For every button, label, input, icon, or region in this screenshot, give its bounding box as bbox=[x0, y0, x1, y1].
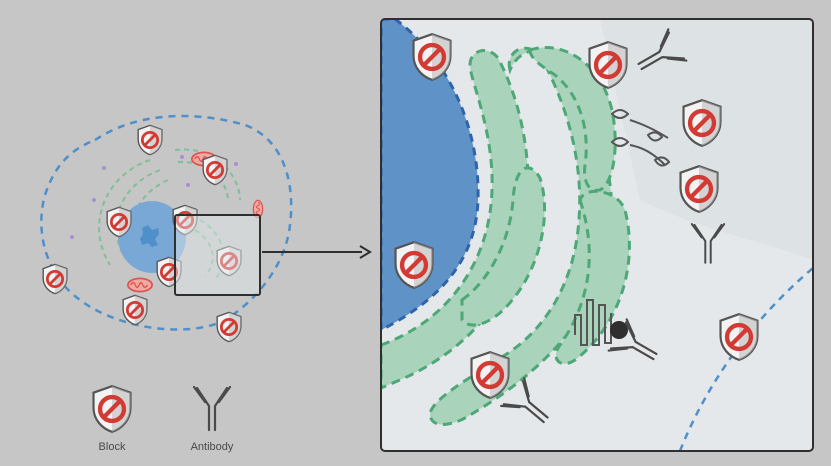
whole-cell bbox=[40, 114, 293, 343]
mitochondrion-icon bbox=[126, 277, 154, 293]
shield-block-icon bbox=[201, 154, 229, 186]
nucleolus-left bbox=[140, 225, 159, 247]
transmembrane-protein bbox=[574, 299, 612, 346]
legend-shield-icon bbox=[94, 386, 131, 432]
legend-antibody-icon bbox=[192, 385, 232, 432]
er-zoom bbox=[381, 46, 631, 426]
ligand-dot bbox=[610, 321, 628, 339]
legend: Block Antibody bbox=[94, 386, 234, 453]
zoom-panel bbox=[380, 18, 814, 452]
receptor-zoom bbox=[610, 109, 671, 167]
shield-block-icon bbox=[215, 311, 243, 343]
legend-block-label: Block bbox=[99, 441, 126, 453]
shield-block-icon bbox=[136, 124, 164, 156]
zoom-arrow bbox=[262, 245, 372, 259]
zoom-selection-box bbox=[174, 214, 261, 296]
legend-antibody-label: Antibody bbox=[191, 441, 234, 453]
dots bbox=[70, 155, 238, 239]
shield-block-icon bbox=[41, 263, 69, 295]
shield-block-icon bbox=[121, 294, 149, 326]
